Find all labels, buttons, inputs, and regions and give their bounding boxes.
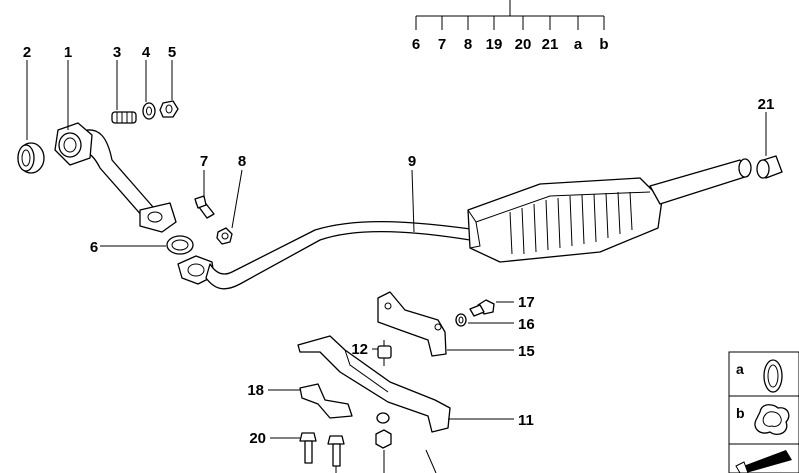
legend-label-a: a: [736, 361, 744, 377]
callout-20: 20: [249, 430, 266, 447]
kit-label-b: b: [599, 36, 608, 53]
callout-15: 15: [518, 343, 535, 360]
kit-label-a: a: [574, 36, 583, 53]
part-7-bolt: [194, 195, 215, 219]
part-17-bolt: [469, 299, 495, 317]
kit-label-7: 7: [438, 36, 446, 53]
part-4-washer: [142, 102, 156, 120]
legend-label-b: b: [736, 405, 745, 421]
callout-4: 4: [142, 44, 151, 61]
callout-9: 9: [408, 153, 416, 170]
kit-label-6: 6: [412, 36, 420, 53]
kit-bracket: 6 7 8 19 20 21 a b: [412, 0, 609, 53]
part-2-sealing-ring: [17, 142, 45, 174]
part-3-spring: [111, 111, 137, 124]
part-9-muffler-pipe: [177, 158, 752, 290]
part-12-rubber-mount: [377, 340, 392, 366]
callout-11: 11: [518, 412, 534, 429]
callout-6: 6: [90, 239, 98, 256]
kit-label-20: 20: [515, 36, 532, 53]
callout-1: 1: [64, 44, 72, 61]
part-5-nut: [159, 100, 179, 118]
callout-3: 3: [113, 44, 121, 61]
part-15-bracket: [377, 291, 447, 357]
part-20-bolts: [299, 432, 345, 467]
kit-label-8: 8: [464, 36, 472, 53]
part-11-hanger: [297, 335, 451, 433]
callout-17: 17: [518, 294, 535, 311]
callout-7: 7: [200, 153, 208, 170]
callouts: 2 1 3 4 5 7 8 6 9 21 17 16 15 12 18 11 2…: [23, 44, 775, 447]
legend-panel: a b: [728, 351, 799, 473]
callout-18: 18: [247, 382, 264, 399]
kit-label-21: 21: [542, 36, 559, 53]
hardware-washer-nut: [375, 412, 392, 449]
callout-5: 5: [168, 44, 176, 61]
part-1-front-pipe: [54, 122, 177, 233]
callout-21: 21: [758, 96, 775, 113]
leader-lines: [26, 60, 767, 473]
callout-16: 16: [518, 316, 535, 333]
part-8-nut: [216, 227, 233, 245]
legend-gasket-icon: [754, 404, 790, 436]
part-21-sleeve: [756, 155, 783, 179]
kit-label-19: 19: [486, 36, 503, 53]
callout-8: 8: [238, 153, 246, 170]
callout-12: 12: [351, 341, 368, 358]
legend-ring-icon: [763, 359, 783, 393]
callout-2: 2: [23, 44, 31, 61]
part-18-clamp: [299, 383, 353, 419]
part-6-gasket: [166, 235, 194, 255]
part-16-washer: [455, 313, 467, 327]
legend-sealant-icon: [735, 450, 792, 473]
